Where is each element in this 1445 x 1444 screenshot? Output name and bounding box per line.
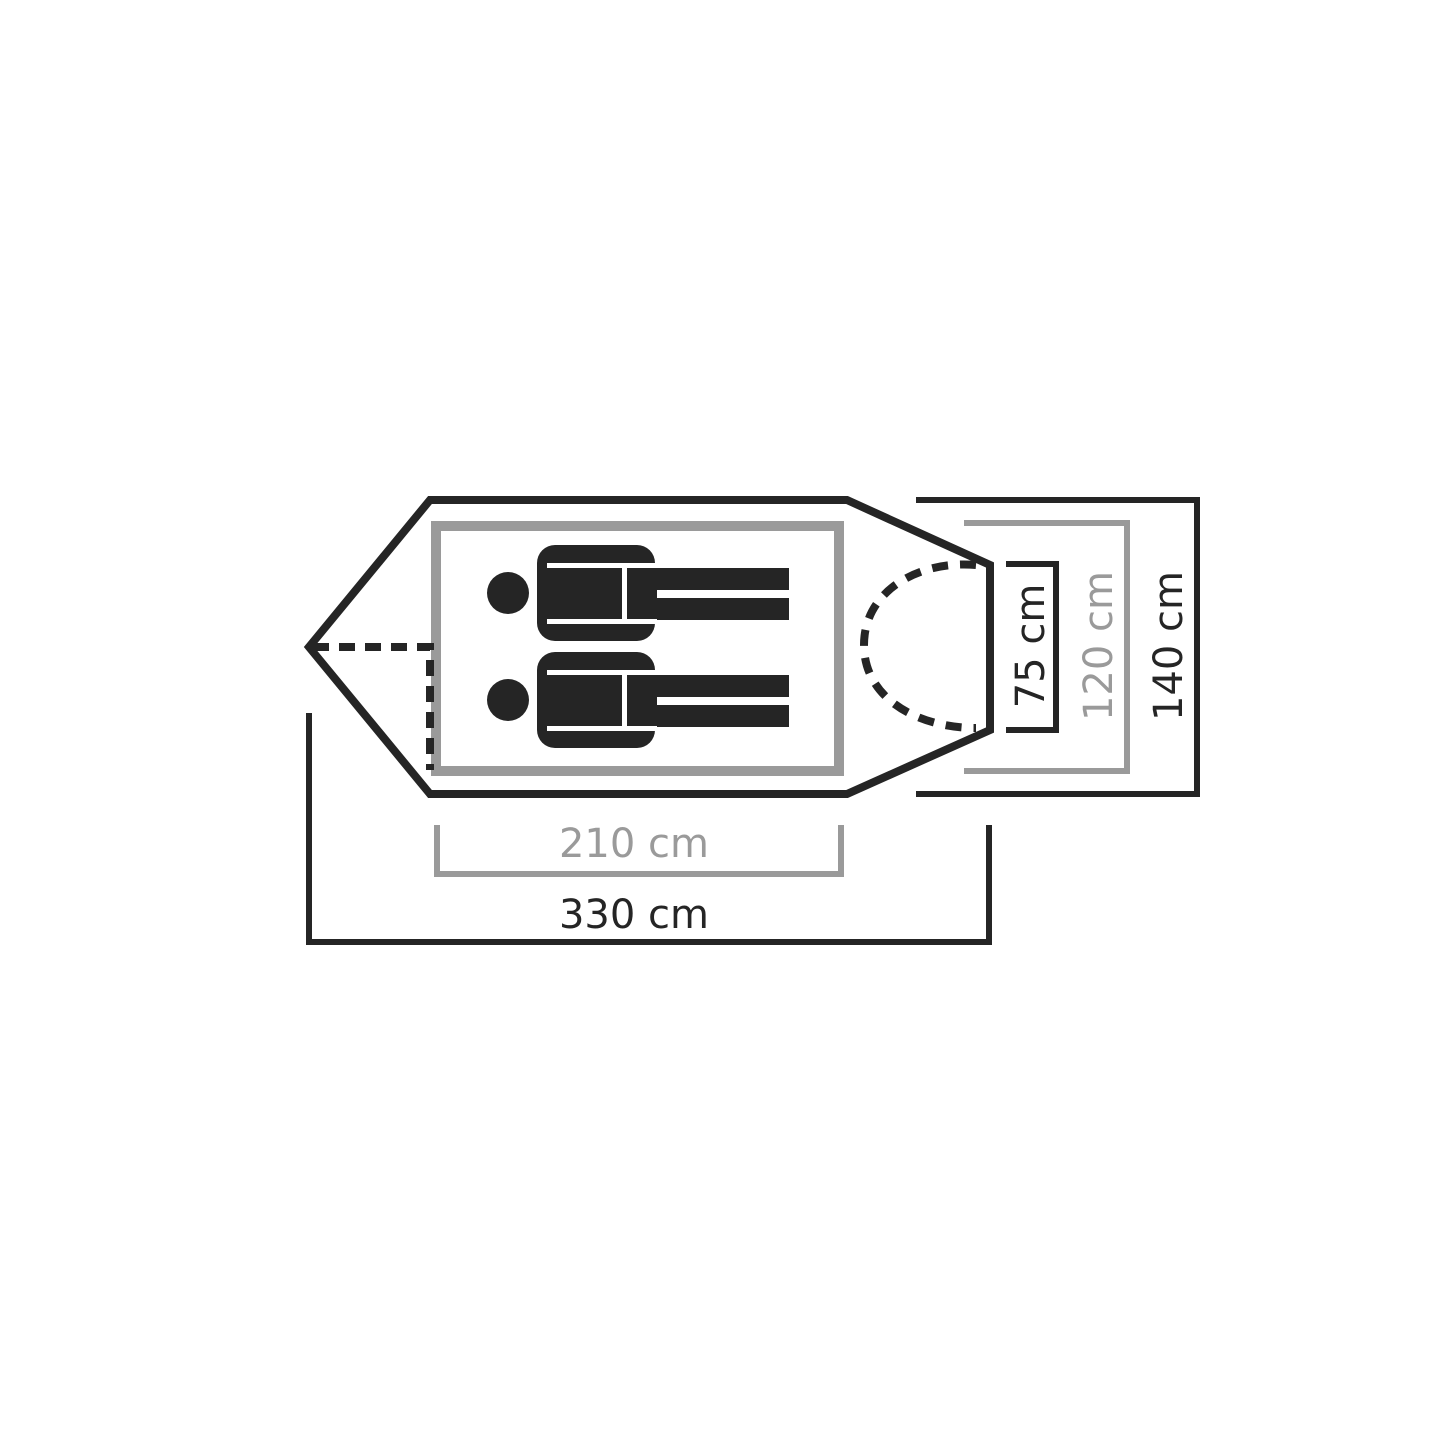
person-icon [487, 545, 789, 641]
label-210: 210 cm [559, 821, 709, 867]
dimension-bracket-75 [1006, 561, 1059, 733]
dimension-bracket-140 [916, 497, 1200, 797]
dimension-bracket-330 [306, 713, 992, 945]
label-140: 140 cm [1146, 571, 1192, 721]
vestibule-dotted-line [313, 643, 434, 770]
dimension-bracket-210 [434, 825, 844, 877]
door-dotted-arc [859, 560, 977, 732]
label-120: 120 cm [1076, 571, 1122, 721]
label-330: 330 cm [559, 892, 709, 938]
inner-tent-outline [431, 521, 844, 776]
label-75: 75 cm [1008, 584, 1054, 709]
tent-outline [303, 496, 994, 798]
person-icon [487, 652, 789, 748]
dimension-bracket-120 [964, 520, 1130, 774]
